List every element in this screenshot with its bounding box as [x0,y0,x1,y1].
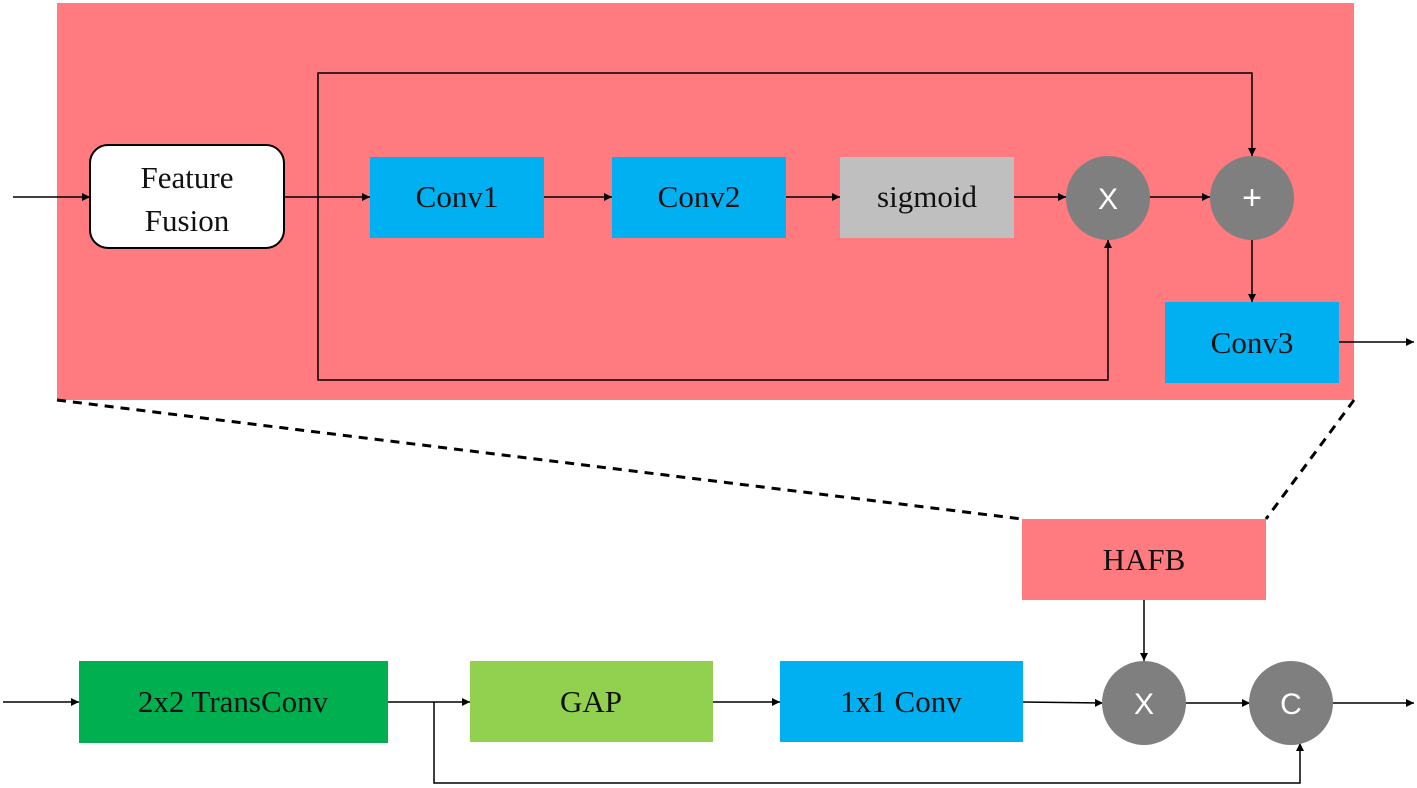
hafb-label: HAFB [1103,542,1186,577]
conv2-label: Conv2 [658,179,741,214]
sigmoid-block [840,157,1014,238]
sigmoid-label: sigmoid [877,179,977,214]
multiply-operator-label: X [1098,183,1118,216]
conv3-label: Conv3 [1211,325,1294,360]
transconv-label: 2x2 TransConv [138,684,329,719]
hafb-block [1022,519,1266,600]
gap-block [470,661,713,742]
decoder-multiply-operator [1102,661,1186,745]
conv3-block [1165,302,1339,383]
feature-fusion-block [89,144,285,249]
concat-operator-label: C [1280,688,1302,721]
skip-to-add-arrow [317,72,1256,197]
add-operator-label: + [1242,179,1262,217]
skip-to-multiply-arrow [317,197,1112,381]
gap-label: GAP [560,684,622,719]
hafb-connectors [13,72,1414,381]
decoder-connectors [3,600,1414,784]
conv1x1-block [780,661,1023,742]
feature-fusion-label-line2: Fusion [145,203,230,238]
conv1x1-to-multiply-arrow [1022,698,1104,707]
conv1x1-label: 1x1 Conv [840,684,962,719]
feature-fusion-label-line1: Feature [141,160,234,195]
conv2-block [612,157,786,238]
decoder-multiply-operator-label: X [1134,688,1154,721]
multiply-operator [1066,156,1150,240]
add-operator [1210,156,1294,240]
zoom-line-left [56,398,1023,521]
transconv-block [79,661,388,743]
conv1-block [370,157,544,238]
transconv-to-concat-arrow [433,702,1304,784]
zoom-line-right [1264,399,1356,520]
conv1-label: Conv1 [416,179,499,214]
concat-operator [1249,661,1333,745]
